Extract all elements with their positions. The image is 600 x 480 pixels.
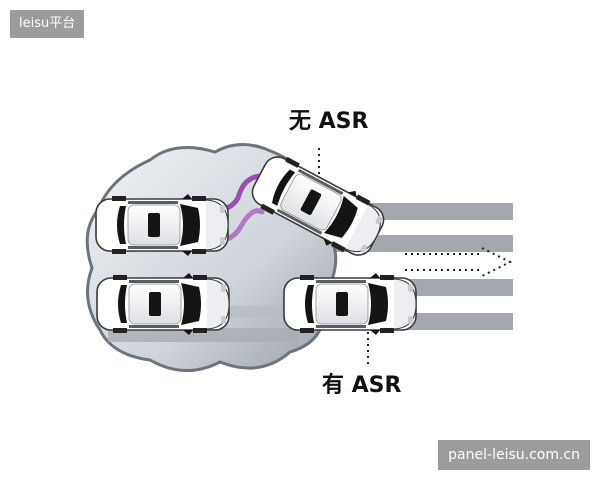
label-with-asr: 有 ASR [322,372,402,398]
direction-arrow [405,248,510,276]
car-bottom-right [284,273,416,335]
label-without-asr: 无 ASR [289,109,369,134]
car-top-left [96,194,228,256]
car-bottom-left [97,273,229,335]
watermark-bottom-right: panel-leisu.com.cn [438,440,590,470]
